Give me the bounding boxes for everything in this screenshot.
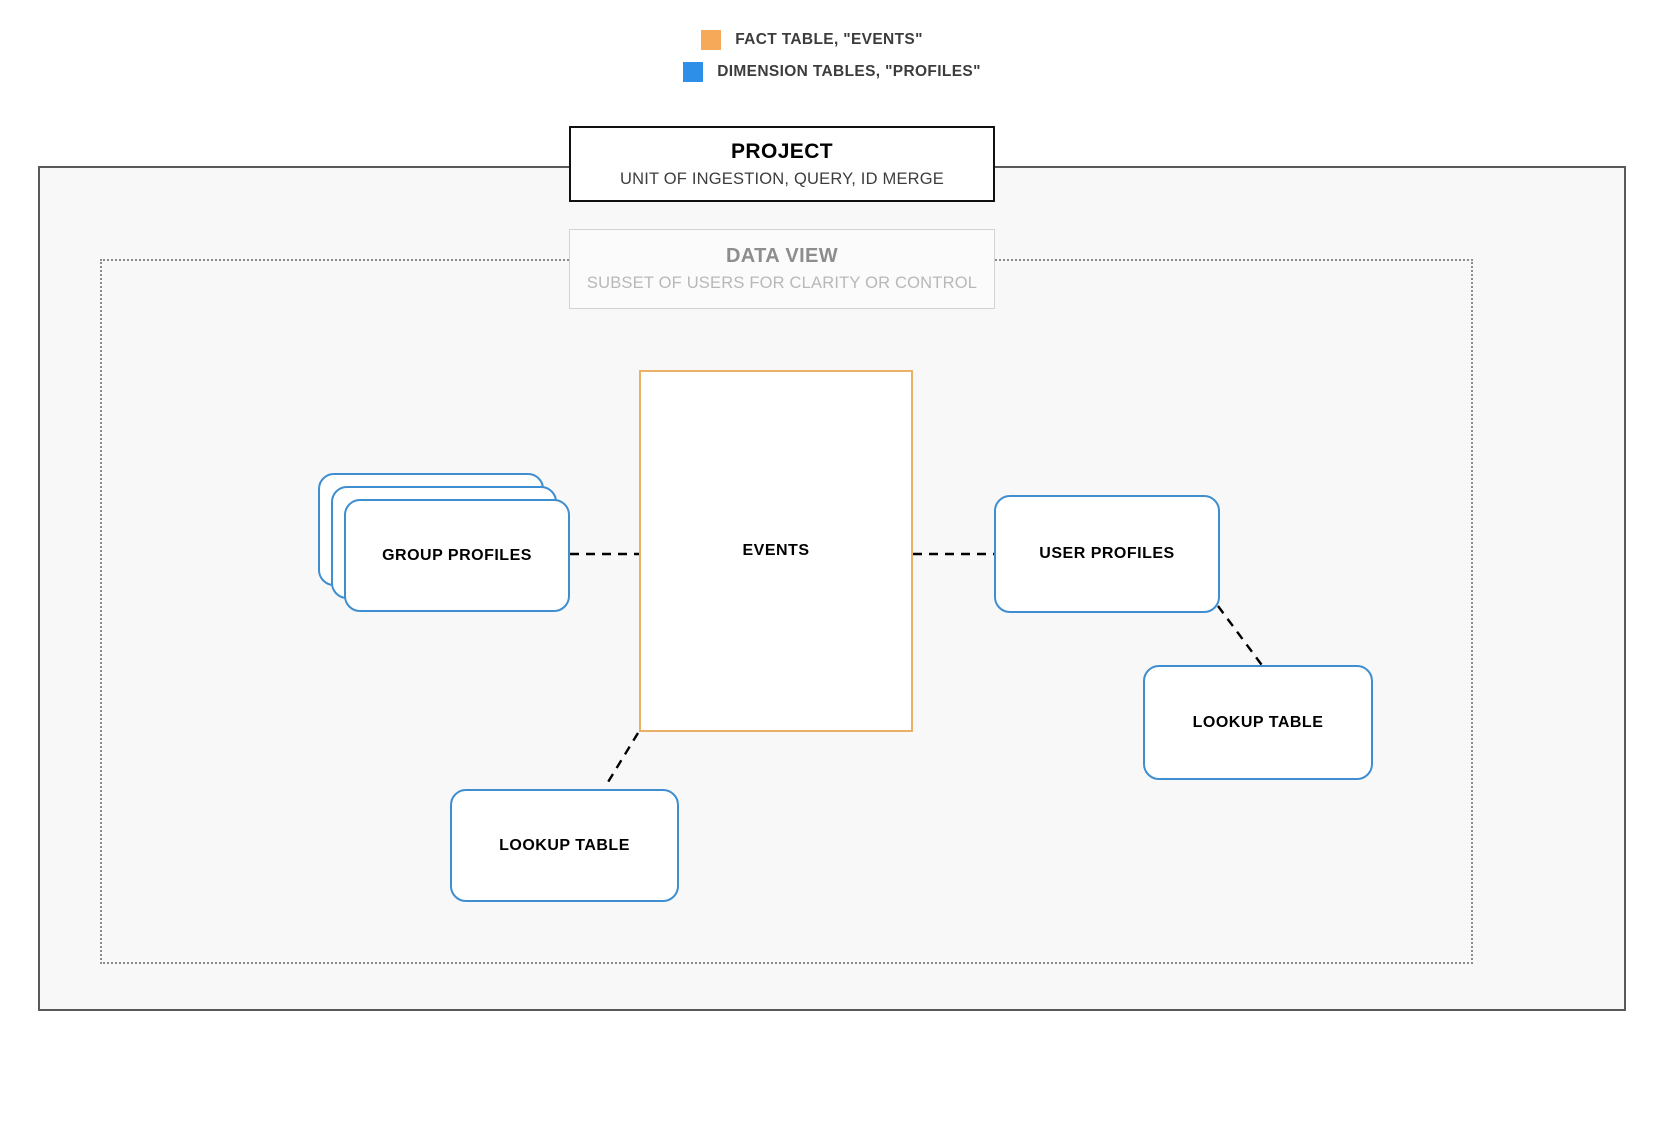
node-lookup-table-left[interactable]: LOOKUP TABLE <box>450 789 679 902</box>
node-label-lookup-table-right: LOOKUP TABLE <box>1192 713 1324 731</box>
node-label-group-profiles: GROUP PROFILES <box>382 546 532 564</box>
orange-square-swatch <box>701 30 722 50</box>
data-view-subtitle: SUBSET OF USERS FOR CLARITY OR CONTROL <box>586 274 978 292</box>
legend: FACT TABLE, "EVENTS" DIMENSION TABLES, "… <box>0 30 1664 94</box>
node-label-user-profiles: USER PROFILES <box>1039 545 1175 562</box>
node-lookup-table-right[interactable]: LOOKUP TABLE <box>1143 665 1373 780</box>
legend-item-fact-table: FACT TABLE, "EVENTS" <box>0 30 1664 50</box>
stack-card-front[interactable]: GROUP PROFILES <box>344 499 570 612</box>
node-events[interactable]: EVENTS <box>639 370 913 732</box>
project-title: PROJECT <box>731 139 833 163</box>
data-view-header-box: DATA VIEW SUBSET OF USERS FOR CLARITY OR… <box>569 229 995 309</box>
legend-label-fact-table: FACT TABLE, "EVENTS" <box>735 31 923 48</box>
legend-label-dimension-tables: DIMENSION TABLES, "PROFILES" <box>717 63 981 80</box>
node-label-events: EVENTS <box>742 542 810 559</box>
node-user-profiles[interactable]: USER PROFILES <box>994 495 1220 613</box>
blue-square-swatch <box>683 62 704 82</box>
project-header-box: PROJECT UNIT OF INGESTION, QUERY, ID MER… <box>569 126 995 202</box>
node-group-profiles[interactable]: GROUP PROFILES <box>318 473 570 613</box>
node-label-lookup-table-left: LOOKUP TABLE <box>499 836 630 854</box>
legend-item-dimension-tables: DIMENSION TABLES, "PROFILES" <box>0 62 1664 82</box>
project-subtitle: UNIT OF INGESTION, QUERY, ID MERGE <box>619 170 944 189</box>
data-view-title: DATA VIEW <box>725 245 839 267</box>
